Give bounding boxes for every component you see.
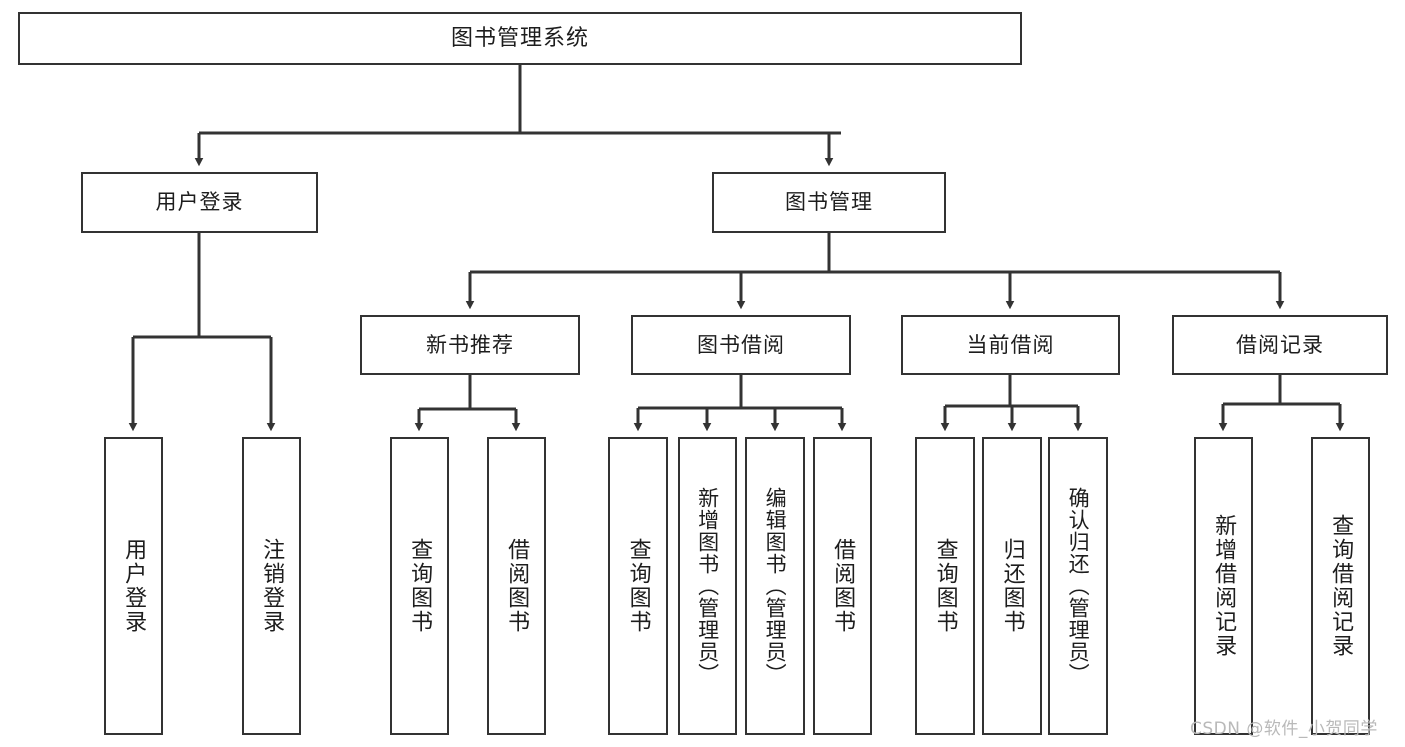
leaf-user-login-login[interactable]: 用户登录 <box>104 437 163 735</box>
node-label: 用户登录 <box>155 190 244 215</box>
leaf-current-borrow-confirm-admin[interactable]: 确认归还（管理员） <box>1048 437 1108 735</box>
leaf-book-borrow-add-admin[interactable]: 新增图书（管理员） <box>678 437 737 735</box>
node-label: 当前借阅 <box>966 332 1055 357</box>
leaf-label: 借阅图书 <box>504 538 530 634</box>
leaf-label: 编辑图书（管理员） <box>763 487 788 685</box>
leaf-label: 查询图书 <box>932 538 958 634</box>
leaf-book-borrow-query[interactable]: 查询图书 <box>608 437 668 735</box>
node-label: 图书借阅 <box>697 332 785 357</box>
node-new-book-recommend[interactable]: 新书推荐 <box>360 315 580 375</box>
leaf-label: 新增借阅记录 <box>1211 514 1237 658</box>
leaf-label: 确认归还（管理员） <box>1066 487 1091 685</box>
node-borrow-record[interactable]: 借阅记录 <box>1172 315 1388 375</box>
leaf-label: 新增图书（管理员） <box>695 487 720 685</box>
leaf-label: 查询借阅记录 <box>1328 514 1354 658</box>
leaf-book-borrow-edit-admin[interactable]: 编辑图书（管理员） <box>745 437 805 735</box>
leaf-label: 借阅图书 <box>830 538 856 634</box>
node-label: 新书推荐 <box>426 332 514 357</box>
leaf-current-borrow-query[interactable]: 查询图书 <box>915 437 975 735</box>
node-label: 借阅记录 <box>1236 332 1324 357</box>
leaf-label: 注销登录 <box>259 538 285 634</box>
node-current-borrow[interactable]: 当前借阅 <box>901 315 1120 375</box>
leaf-user-login-logout[interactable]: 注销登录 <box>242 437 301 735</box>
leaf-label: 查询图书 <box>407 538 433 634</box>
node-book-borrow[interactable]: 图书借阅 <box>631 315 851 375</box>
leaf-borrow-record-query[interactable]: 查询借阅记录 <box>1311 437 1370 735</box>
node-root-system[interactable]: 图书管理系统 <box>18 12 1022 65</box>
node-label: 图书管理系统 <box>450 25 589 51</box>
node-user-login[interactable]: 用户登录 <box>81 172 318 233</box>
leaf-new-book-borrow[interactable]: 借阅图书 <box>487 437 546 735</box>
leaf-borrow-record-add[interactable]: 新增借阅记录 <box>1194 437 1253 735</box>
leaf-new-book-query[interactable]: 查询图书 <box>390 437 449 735</box>
leaf-book-borrow-borrow[interactable]: 借阅图书 <box>813 437 872 735</box>
leaf-label: 归还图书 <box>999 538 1025 634</box>
watermark-text: CSDN @软件_小贺同学 <box>1190 719 1378 739</box>
node-book-management[interactable]: 图书管理 <box>712 172 946 233</box>
leaf-label: 用户登录 <box>121 538 147 634</box>
leaf-current-borrow-return[interactable]: 归还图书 <box>982 437 1042 735</box>
leaf-label: 查询图书 <box>625 538 651 634</box>
node-label: 图书管理 <box>785 190 873 215</box>
